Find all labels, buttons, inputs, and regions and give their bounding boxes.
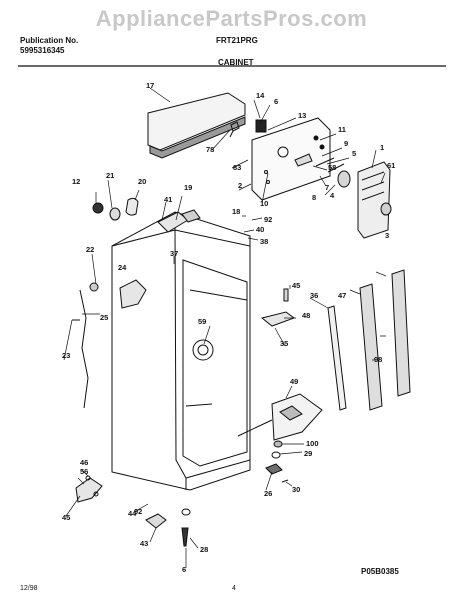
- callout-19: 19: [184, 183, 192, 192]
- drawing-code: P05B0385: [361, 567, 399, 576]
- callout-48: 48: [302, 311, 310, 320]
- callout-17: 17: [146, 81, 154, 90]
- callout-7: 7: [325, 183, 329, 192]
- callout-26: 26: [264, 489, 272, 498]
- callout-18: 18: [232, 207, 240, 216]
- callout-13: 13: [298, 111, 306, 120]
- callout-45: 45: [62, 513, 70, 522]
- callout-45: 45: [292, 281, 300, 290]
- callout-83: 83: [233, 163, 241, 172]
- callout-49: 49: [290, 377, 298, 386]
- callout-6: 6: [274, 97, 278, 106]
- callout-4: 4: [330, 191, 335, 200]
- callout-5: 5: [352, 149, 356, 158]
- callout-43: 43: [140, 539, 148, 548]
- callout-11: 11: [338, 125, 346, 134]
- callout-25: 25: [100, 313, 108, 322]
- callout-20: 20: [138, 177, 146, 186]
- callout-56: 56: [80, 467, 88, 476]
- callout-10: 10: [260, 199, 268, 208]
- callout-36: 36: [310, 291, 318, 300]
- callout-23: 23: [62, 351, 70, 360]
- callout-61: 61: [387, 161, 395, 170]
- callout-92: 92: [264, 215, 272, 224]
- footer-date: 12/98: [20, 585, 38, 592]
- callout-1: 1: [380, 143, 384, 152]
- callout-14: 14: [256, 91, 265, 100]
- callout-59: 59: [198, 317, 206, 326]
- callout-47: 47: [338, 291, 346, 300]
- publication-number: 5995316345: [20, 46, 65, 55]
- callout-35: 35: [280, 339, 288, 348]
- callout-3: 3: [385, 231, 389, 240]
- callout-100: 100: [306, 439, 319, 448]
- callout-12: 12: [72, 177, 80, 186]
- publication-label: Publication No.: [20, 36, 79, 45]
- model-number: FRT21PRG: [216, 36, 258, 45]
- callout-44: 44: [128, 509, 137, 518]
- callout-9: 9: [344, 139, 348, 148]
- callout-46: 46: [80, 458, 88, 467]
- callout-29: 29: [304, 449, 312, 458]
- callout-41: 41: [164, 195, 172, 204]
- callout-6: 6: [182, 565, 186, 574]
- callout-98: 98: [374, 355, 382, 364]
- callout-30: 30: [292, 485, 300, 494]
- callout-21: 21: [106, 171, 114, 180]
- section-title: CABINET: [218, 58, 254, 67]
- footer-page: 4: [232, 585, 236, 592]
- callout-92: 92: [134, 507, 142, 516]
- callout-38: 38: [260, 237, 268, 246]
- callout-40: 40: [256, 225, 264, 234]
- callout-2: 2: [238, 181, 242, 190]
- callout-8: 8: [312, 193, 316, 202]
- watermark: AppliancePartsPros.com: [95, 6, 368, 31]
- callout-22: 22: [86, 245, 94, 254]
- callout-37: 37: [170, 249, 178, 258]
- callout-24: 24: [118, 263, 127, 272]
- callout-78: 78: [206, 145, 214, 154]
- callout-58: 58: [328, 163, 336, 172]
- callout-28: 28: [200, 545, 208, 554]
